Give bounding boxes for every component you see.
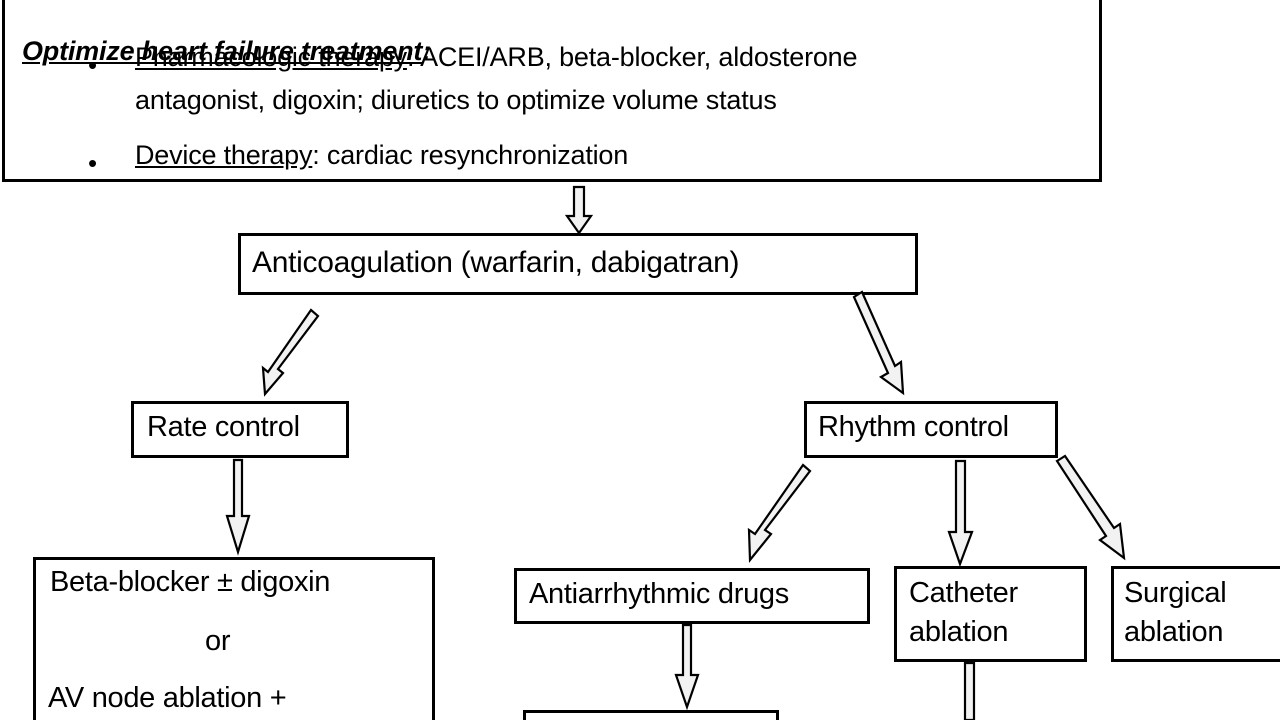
node-surgical-ablation-line-2: ablation [1124, 616, 1224, 648]
node-rate-control-drugs [33, 557, 435, 720]
bullet-1-line-2: antagonist, digoxin; diuretics to optimi… [135, 85, 777, 115]
bullet-2-lead: Device therapy [135, 140, 313, 170]
arrow-rhythm-control-to-surgical-ablation [1055, 454, 1126, 561]
node-antiarrhythmic-next-partial [523, 710, 779, 720]
node-rhythm-control-label: Rhythm control [818, 411, 1009, 443]
node-rate-control-drugs-line-2: or [205, 625, 231, 657]
node-antiarrhythmic-drugs-label: Antiarrhythmic drugs [529, 578, 789, 610]
arrow-header-to-anticoagulation [564, 185, 594, 235]
bullet-dot-2: • [88, 148, 98, 178]
header-panel [2, 0, 1102, 182]
node-catheter-ablation [894, 566, 1087, 662]
node-surgical-ablation [1111, 566, 1280, 662]
bullet-dot-1: • [88, 50, 98, 80]
node-catheter-ablation-line-2: ablation [909, 616, 1009, 648]
bullet-2-line-1: Device therapy: cardiac resynchronizatio… [135, 140, 628, 171]
header-title: Optimize heart failure treatment: [22, 36, 431, 67]
arrow-rhythm-control-to-antiarrhythmic-drugs [747, 463, 812, 563]
node-anticoagulation-label: Anticoagulation (warfarin, dabigatran) [252, 246, 740, 279]
arrow-rhythm-control-to-catheter-ablation [947, 459, 974, 568]
node-surgical-ablation-line-1: Surgical [1124, 577, 1227, 609]
arrow-anticoagulation-to-rhythm-control [852, 290, 905, 396]
bullet-2-sep: : [312, 140, 320, 170]
bullet-2-rest: cardiac resynchronization [319, 140, 629, 170]
arrow-rate-control-to-rate-drugs [225, 458, 251, 556]
arrow-catheter-ablation-to-next [963, 661, 976, 720]
node-antiarrhythmic-drugs [514, 568, 870, 624]
bullet-1-sep: : [406, 42, 415, 72]
node-anticoagulation [238, 233, 918, 295]
node-rhythm-control [804, 401, 1058, 458]
node-rate-control-drugs-line-1: Beta-blocker ± digoxin [50, 566, 331, 598]
node-rate-control [131, 401, 349, 458]
header-title-text: Optimize heart failure treatment [22, 36, 423, 66]
arrow-anticoagulation-to-rate-control [261, 308, 320, 397]
node-rate-control-drugs-line-3: AV node ablation + [48, 682, 287, 714]
bullet-1-lead: Pharmacologic therapy [135, 42, 407, 72]
node-catheter-ablation-line-1: Catheter [909, 577, 1018, 609]
arrow-antiarrhythmic-drugs-to-next [674, 623, 700, 711]
node-rate-control-label: Rate control [147, 411, 300, 443]
bullet-1-line-1: Pharmacologic therapy: ACEI/ARB, beta-bl… [135, 42, 858, 73]
header-title-colon: : [422, 36, 431, 66]
bullet-1-rest: ACEI/ARB, beta-blocker, aldosterone [414, 42, 858, 72]
